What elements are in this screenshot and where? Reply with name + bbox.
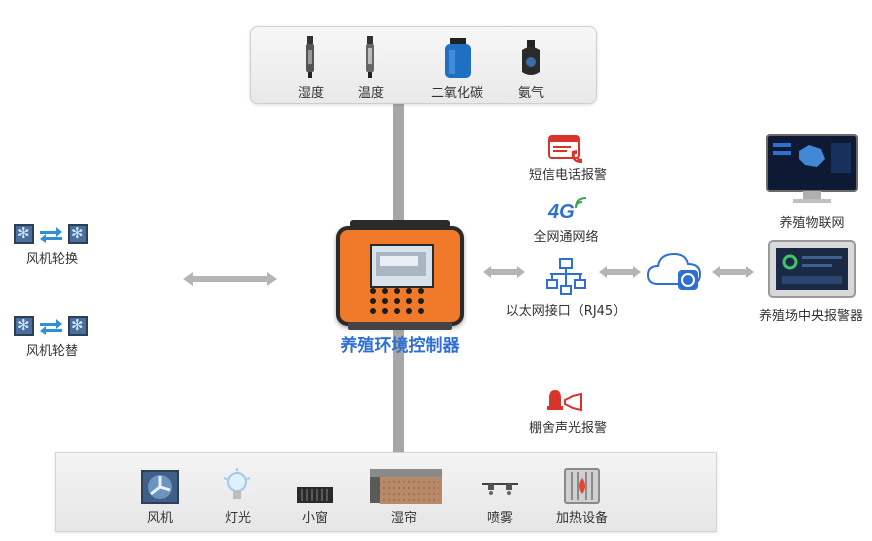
actuator-label-wet-curtain: 湿帘 [390,511,417,526]
humidity-probe-icon [306,36,314,78]
small-window-icon [297,487,333,503]
iot-monitor-icon [766,134,858,203]
sensor-label-humidity: 湿度 [297,86,324,101]
fan-rotate-label: 风机轮换 [25,252,78,267]
shed-alarm-label: 棚舍声光报警 [528,421,607,436]
sensor-label-co2: 二氧化碳 [430,86,483,101]
bidirectional-arrow [599,266,641,278]
bidirectional-arrow [483,266,525,278]
actuator-label-light: 灯光 [224,511,251,526]
wet-curtain-icon [370,469,442,504]
fan-icon [141,470,179,504]
controller-bottom-ports [348,322,452,330]
controller-title: 养殖环境控制器 [340,336,460,356]
bidirectional-arrow [183,272,277,286]
central-alarm-label: 养殖场中央报警器 [758,309,863,324]
controller-keypad [370,288,432,318]
actuator-label-window: 小窗 [301,511,328,526]
four-g-logo: 4G [548,201,575,223]
actuator-label-heater: 加热设备 [555,511,608,526]
co2-sensor-icon [445,38,471,78]
bidirectional-arrow [712,266,754,278]
swap-arrows-icon [40,227,62,243]
actuator-label-spray: 喷雾 [486,511,513,526]
iot-label: 养殖物联网 [779,216,845,231]
controller-screen [370,244,434,288]
heater-icon [564,468,600,504]
sensor-label-temperature: 温度 [357,86,384,101]
light-bulb-icon [223,468,251,499]
fan-icon [68,316,88,336]
central-alarm-tablet-icon [768,240,856,298]
actuator-label-fan: 风机 [146,511,173,526]
controller-top-bar [350,220,450,228]
signal-waves-icon [575,197,587,209]
ethernet-label: 以太网接口（RJ45） [505,304,627,319]
cloud-platform-icon [646,252,702,290]
siren-light-icon [547,390,582,412]
ethernet-network-icon [546,258,586,295]
sms-phone-alarm-icon [548,135,582,163]
sms-alarm-label: 短信电话报警 [528,168,607,183]
spray-icon [482,483,518,495]
swap-arrows-icon [40,319,62,335]
fan-alternate-label: 风机轮替 [25,344,78,359]
ammonia-sensor-icon [522,40,540,75]
fan-icon [14,316,34,336]
full-network-label: 全网通网络 [533,230,599,245]
sensor-label-ammonia: 氨气 [517,86,544,101]
temperature-probe-icon [366,36,374,78]
fan-icon [68,224,88,244]
fan-icon [14,224,34,244]
